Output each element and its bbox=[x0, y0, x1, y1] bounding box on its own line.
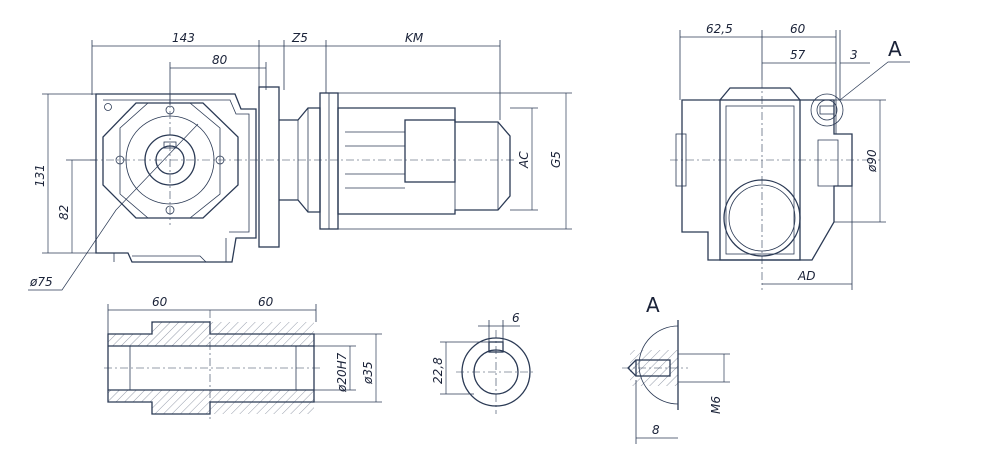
dim-key-depth-label: 22,8 bbox=[431, 357, 445, 384]
dim-bore-label: ø20H7 bbox=[335, 352, 349, 393]
dim-side-diameter-label: ø90 bbox=[865, 149, 879, 173]
dim-bolt-circle-label: ø75 bbox=[29, 275, 53, 289]
dim-overall-label: 143 bbox=[172, 31, 195, 45]
dim-shaft-left-label: 60 bbox=[152, 295, 168, 309]
front-view bbox=[28, 40, 572, 291]
dim-detail-depth-label: 8 bbox=[652, 423, 660, 437]
detail-a-title: A bbox=[646, 293, 660, 317]
detail-callout-label: A bbox=[888, 37, 902, 61]
dim-side-b-label: 60 bbox=[790, 22, 806, 36]
dim-side-ad-label: AD bbox=[797, 269, 815, 283]
dim-outer-label: ø35 bbox=[361, 361, 375, 385]
dim-g5-label: G5 bbox=[549, 151, 563, 168]
detail-a bbox=[622, 320, 730, 444]
side-view bbox=[670, 30, 910, 290]
dim-shaft-right-label: 60 bbox=[258, 295, 274, 309]
dim-height-label: 131 bbox=[33, 164, 47, 187]
dim-side-d-label: 3 bbox=[850, 48, 858, 62]
dim-side-a-label: 62,5 bbox=[706, 22, 733, 36]
dim-motor-length-label: KM bbox=[405, 31, 424, 45]
dim-key-width-label: 6 bbox=[512, 311, 520, 325]
shaft-section bbox=[104, 304, 382, 420]
keyway-section bbox=[440, 320, 536, 414]
dim-centers-label: 80 bbox=[212, 53, 228, 67]
dim-flange-gap-label: Z5 bbox=[291, 31, 308, 45]
dim-ac-label: AC bbox=[517, 151, 531, 169]
dim-axis-height-label: 82 bbox=[57, 205, 71, 220]
dim-thread-label: M6 bbox=[709, 396, 723, 414]
dim-side-c-label: 57 bbox=[790, 48, 806, 62]
